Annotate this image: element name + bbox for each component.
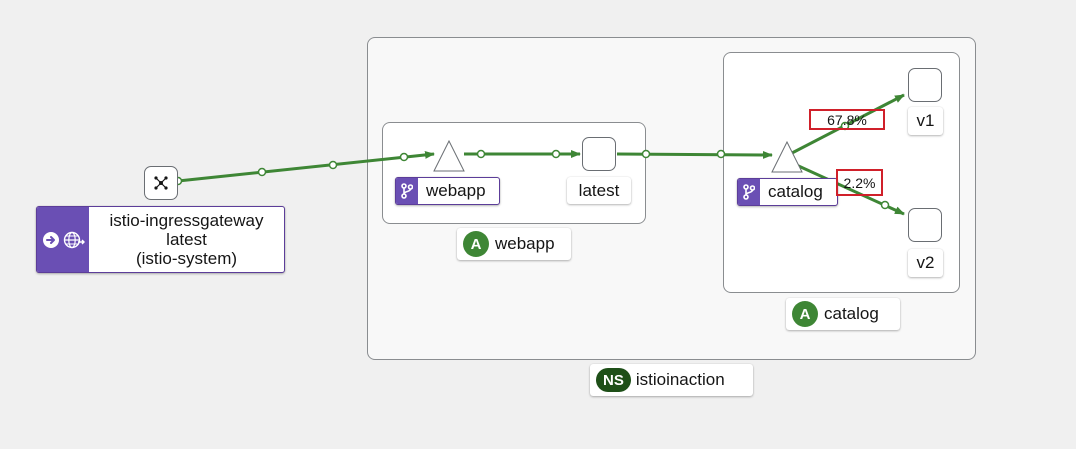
gateway-text: istio-ingressgateway latest (istio-syste… xyxy=(89,207,284,272)
catalog-service-name: catalog xyxy=(768,182,823,201)
traffic-percent-v1-text: 67.8% xyxy=(827,111,867,128)
gateway-name: istio-ingressgateway xyxy=(109,211,264,230)
traffic-percent-v2-text: 2.2% xyxy=(843,174,876,191)
v2-workload-node[interactable] xyxy=(908,208,942,242)
traffic-percent-v1: 67.8% xyxy=(809,109,885,130)
gateway-version: latest xyxy=(166,230,207,249)
latest-workload-name: latest xyxy=(578,180,620,200)
catalog-app-name: catalog xyxy=(824,304,879,323)
catalog-app-label[interactable]: A catalog xyxy=(786,298,900,330)
namespace-label[interactable]: NS istioinaction xyxy=(590,364,753,396)
ingress-gateway-label[interactable]: istio-ingressgateway latest (istio-syste… xyxy=(36,206,285,273)
traffic-percent-v2: 2.2% xyxy=(836,169,883,196)
webapp-app-name: webapp xyxy=(495,234,555,253)
app-badge: A xyxy=(463,231,489,257)
v1-workload-label[interactable]: v1 xyxy=(908,107,943,135)
gateway-namespace: (istio-system) xyxy=(135,249,238,268)
arrow-circle-right-icon xyxy=(42,231,59,248)
webapp-service-label[interactable]: webapp xyxy=(395,177,500,205)
service-branch-icon xyxy=(738,179,760,205)
v1-workload-name: v1 xyxy=(916,111,935,130)
catalog-service-label[interactable]: catalog xyxy=(737,178,838,206)
service-branch-icon xyxy=(396,178,418,204)
latest-workload-node[interactable] xyxy=(582,137,616,171)
network-hub-icon xyxy=(154,176,168,190)
webapp-app-label[interactable]: A webapp xyxy=(457,228,571,260)
app-badge: A xyxy=(792,301,818,327)
edge-ingress-to-webapp[interactable] xyxy=(177,150,435,183)
ingress-gateway-node[interactable] xyxy=(144,166,178,200)
webapp-service-node[interactable] xyxy=(433,139,465,172)
globe-icon xyxy=(63,231,85,248)
webapp-service-name: webapp xyxy=(426,181,486,200)
v2-workload-name: v2 xyxy=(916,253,935,272)
v2-workload-label[interactable]: v2 xyxy=(908,249,943,277)
v1-workload-node[interactable] xyxy=(908,68,942,102)
catalog-service-node[interactable] xyxy=(771,140,803,173)
namespace-name: istioinaction xyxy=(635,370,725,389)
latest-workload-label[interactable]: latest xyxy=(567,177,631,204)
edge-latest-to-catalog[interactable] xyxy=(616,150,773,159)
gateway-icons xyxy=(37,207,89,272)
namespace-badge: NS xyxy=(596,368,631,392)
